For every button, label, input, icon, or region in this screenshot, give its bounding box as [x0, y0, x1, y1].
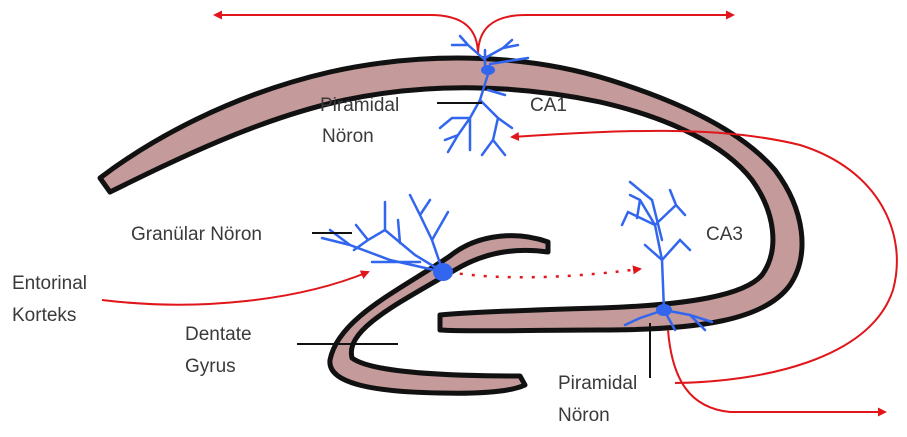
label-piramidal-top-1: Piramidal	[320, 95, 399, 116]
label-piramidal-bottom-2: Nöron	[558, 405, 610, 426]
entorinal-input-arrow	[102, 272, 368, 305]
label-dentate-1: Dentate	[185, 324, 252, 345]
label-dentate-2: Gyrus	[185, 356, 236, 377]
label-entorinal-1: Entorinal	[12, 273, 87, 294]
label-ca3: CA3	[706, 224, 743, 245]
label-granular: Granülar Nöron	[131, 224, 262, 245]
top-left-arrow	[215, 15, 478, 55]
label-piramidal-top-2: Nöron	[322, 126, 374, 147]
schaffer-collateral-arrow	[512, 131, 897, 383]
label-ca1: CA1	[530, 95, 567, 116]
label-piramidal-bottom-1: Piramidal	[558, 373, 637, 394]
ammon-horn-band	[100, 58, 802, 331]
mossy-fiber-arrow	[448, 269, 640, 277]
top-right-arrow	[478, 15, 733, 55]
label-entorinal-2: Korteks	[12, 305, 76, 326]
